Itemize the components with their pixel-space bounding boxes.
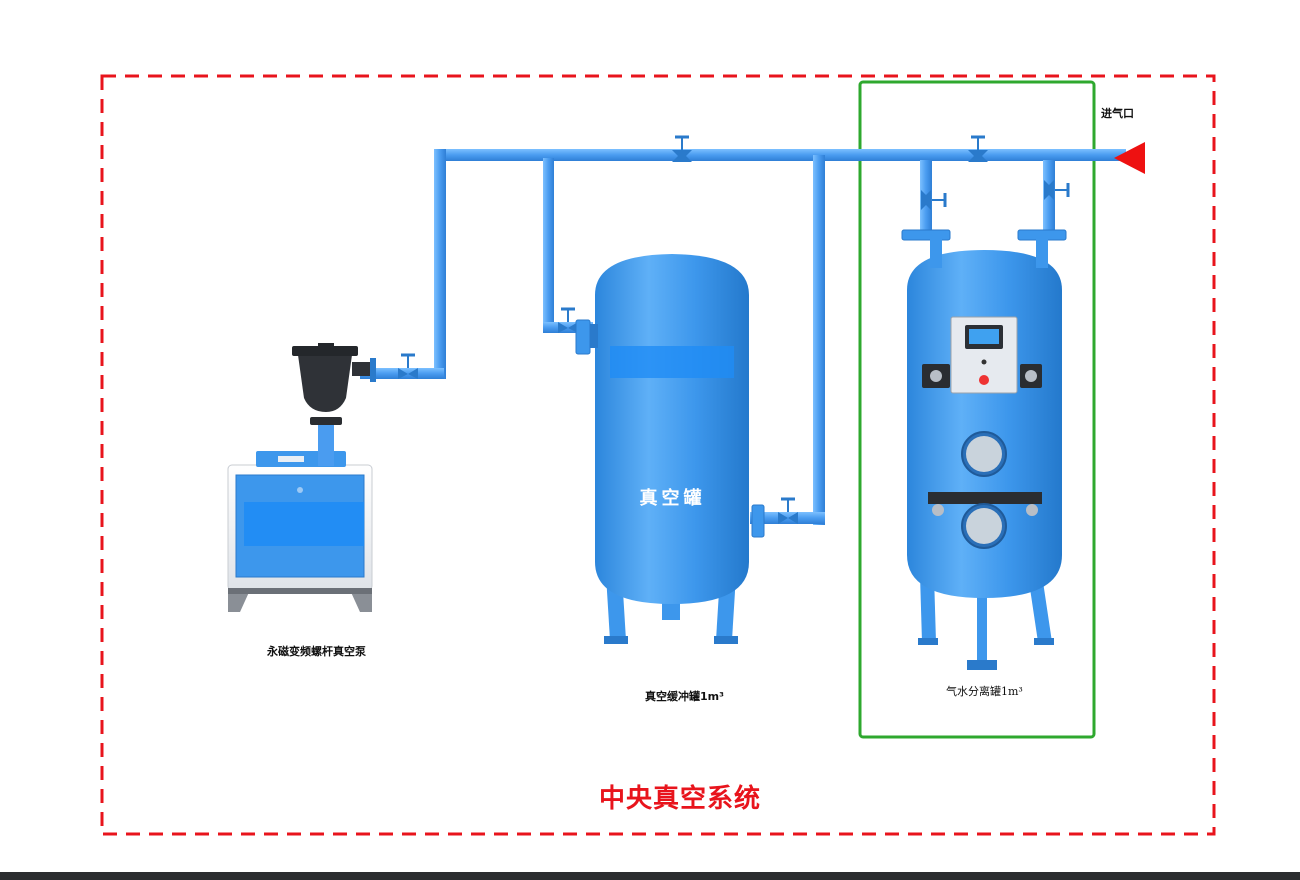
separator-highlight-box [858, 80, 1096, 739]
pump-label: 永磁变频螺杆真空泵 [267, 645, 366, 658]
buffer-tank [575, 254, 765, 644]
valve-icon [1044, 180, 1070, 200]
buffer-tank-label: 真空缓冲罐1m³ [645, 690, 724, 703]
valve-icon [778, 497, 798, 524]
tank-body-label: 真空罐 [639, 488, 706, 509]
separator-tank [907, 238, 1062, 670]
vacuum-pump [227, 343, 376, 612]
bottom-bar [0, 872, 1300, 880]
system-boundary [100, 74, 1216, 836]
valve-icon [398, 353, 418, 379]
inlet-label: 进气口 [1101, 107, 1134, 120]
system-title: 中央真空系统 [598, 784, 761, 814]
valve-icon [968, 135, 988, 162]
separator-tank-label: 气水分离罐1m³ [946, 685, 1023, 698]
valve-icon [672, 135, 692, 162]
inlet-arrow-icon [1114, 142, 1145, 174]
valve-icon [921, 190, 947, 210]
